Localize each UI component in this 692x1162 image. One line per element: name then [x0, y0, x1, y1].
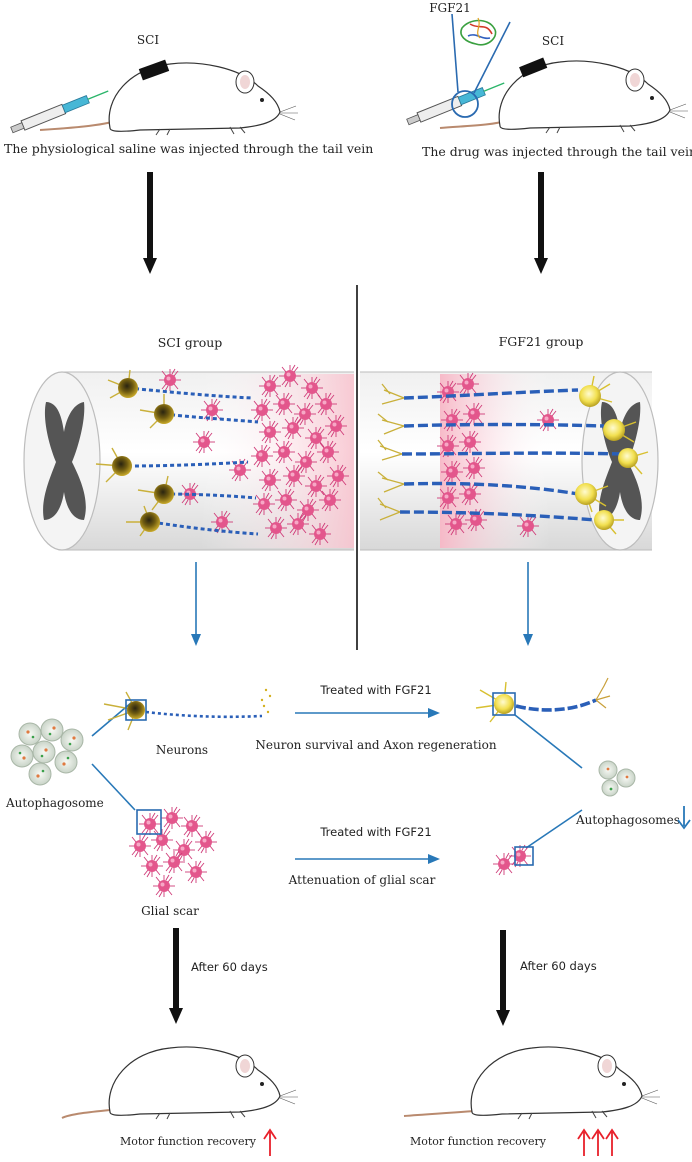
left-injection-panel: SCI The physiological saline was injecte…: [4, 33, 373, 156]
neurons-label: Neurons: [156, 743, 208, 757]
right-injection-caption: The drug was injected through the tail v…: [422, 144, 692, 159]
regenerated-axons: [399, 388, 625, 522]
arrow-down-right-2: [523, 562, 533, 646]
damaged-axons: [127, 386, 259, 536]
glial-scar-label: Glial scar: [141, 904, 199, 918]
magnify-circle: [451, 90, 479, 118]
syringe-icon: [405, 77, 507, 128]
scar-highlight-box: [136, 809, 162, 835]
arrow-down-left-3: [169, 928, 183, 1024]
damaged-neurons: [95, 369, 174, 537]
motor-recovery-right: Motor function recovery: [410, 1135, 547, 1148]
left-sci-label: SCI: [137, 33, 159, 47]
autophagosomes-label: Autophagosomes: [575, 813, 680, 827]
treatment-arrows: Treated with FGF21 Neuron survival and A…: [255, 683, 496, 887]
recovered-mouse-right: [403, 1046, 661, 1120]
syringe-icon: [9, 85, 111, 136]
treated-label-2: Treated with FGF21: [319, 825, 431, 839]
regenerating-growth-cones: [377, 383, 405, 521]
small-scar-icon: [492, 844, 532, 876]
glial-scar-icon: [128, 806, 218, 898]
right-mechanism: Autophagosomes: [475, 677, 691, 876]
injury-marker: [519, 57, 548, 78]
strong-increase-arrows-icon: [577, 1128, 619, 1156]
sci-group-label: SCI group: [158, 335, 223, 350]
scar-highlight-box: [514, 846, 534, 866]
fgf21-group-label: FGF21 group: [499, 334, 584, 349]
injury-marker: [138, 59, 170, 81]
right-injection-panel: FGF21 SCI The drug was injected through …: [405, 1, 692, 159]
mouse-icon: [108, 1046, 299, 1120]
left-mechanism: Neurons Autophagosome Glial scar: [5, 688, 272, 918]
autophagosome-cluster-icon: [10, 718, 84, 786]
recovered-mouse-left: [61, 1046, 299, 1120]
decrease-arrow-icon: [677, 806, 691, 830]
arrow-down-right-1: [534, 172, 548, 274]
mouse-icon: [108, 62, 299, 136]
treated-label-1: Treated with FGF21: [319, 683, 431, 697]
glial-result-label: Attenuation of glial scar: [288, 873, 436, 887]
gray-matter-icon: [43, 402, 86, 520]
after-60-days-left: After 60 days: [191, 960, 268, 974]
autophagosome-label: Autophagosome: [5, 796, 104, 810]
arrow-down-left-2: [191, 562, 201, 646]
motor-recovery-left: Motor function recovery: [120, 1135, 257, 1148]
increase-arrow-icon: [263, 1128, 277, 1156]
fgf21-spinal-cord: [360, 371, 659, 551]
arrow-down-left-1: [143, 172, 157, 274]
left-injection-caption: The physiological saline was injected th…: [4, 141, 373, 156]
neuron-result-label: Neuron survival and Axon regeneration: [255, 738, 496, 752]
neuron-highlight-box: [492, 692, 516, 716]
reduced-autophagosome-icon: [598, 760, 636, 797]
mouse-icon: [470, 1046, 661, 1120]
after-60-days-right: After 60 days: [520, 959, 597, 973]
arrow-down-right-3: [496, 930, 510, 1026]
fgf21-protein-icon: [460, 17, 497, 46]
damaged-neuron-icon: [103, 688, 272, 731]
healthy-neurons: [575, 375, 649, 535]
right-sci-label: SCI: [542, 34, 564, 48]
fgf21-drug-label: FGF21: [429, 1, 471, 15]
neuron-highlight-box: [125, 699, 147, 721]
sci-spinal-cord: [23, 364, 354, 551]
healthy-neuron-icon: [475, 677, 611, 723]
